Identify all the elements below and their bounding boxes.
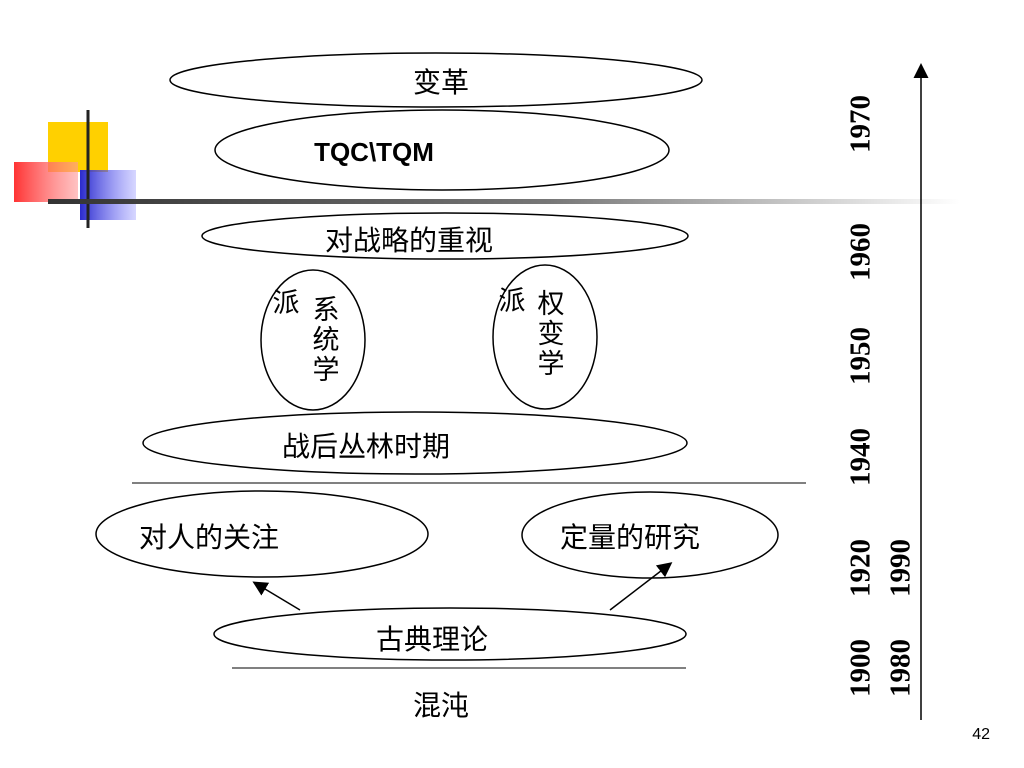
label-strategy: 对战略的重视 bbox=[324, 224, 494, 257]
title-divider bbox=[48, 199, 960, 204]
year-1960: 1960 bbox=[844, 223, 877, 281]
ellipse-reform bbox=[169, 52, 703, 108]
arrow-to-quant bbox=[609, 562, 673, 611]
label-systems-pai: 派 bbox=[272, 288, 300, 319]
label-tqc: TQC\TQM bbox=[314, 137, 434, 167]
ellipse-classical bbox=[213, 607, 687, 661]
label-quant: 定量的研究 bbox=[559, 521, 701, 554]
label-systems-column: 系统学 bbox=[312, 295, 340, 386]
year-1940: 1940 bbox=[844, 428, 877, 486]
year-1950: 1950 bbox=[844, 327, 877, 385]
ellipse-systems bbox=[260, 269, 366, 411]
label-contingency-column: 权变学 bbox=[537, 289, 565, 380]
year-1900: 1900 bbox=[844, 639, 877, 697]
arrow-to-human bbox=[252, 581, 301, 611]
label-reform: 变革 bbox=[412, 66, 470, 99]
label-human: 对人的关注 bbox=[138, 521, 280, 554]
ellipse-quant bbox=[521, 491, 779, 579]
ellipse-jungle bbox=[142, 411, 688, 475]
year-1920: 1920 bbox=[844, 539, 877, 597]
year-1970: 1970 bbox=[844, 95, 877, 153]
label-chaos: 混沌 bbox=[412, 689, 470, 722]
year-1980: 1980 bbox=[884, 639, 917, 697]
ellipse-human bbox=[95, 490, 429, 578]
label-jungle: 战后丛林时期 bbox=[281, 430, 451, 463]
ellipse-tqc bbox=[214, 109, 670, 191]
label-contingency-pai: 派 bbox=[498, 286, 526, 317]
page-number: 42 bbox=[972, 726, 990, 743]
corner-decoration bbox=[14, 110, 136, 228]
label-classical: 古典理论 bbox=[375, 623, 489, 656]
ellipse-contingency bbox=[492, 264, 598, 410]
deco-red-square bbox=[14, 162, 78, 202]
ellipse-strategy bbox=[201, 212, 689, 260]
year-1990: 1990 bbox=[884, 539, 917, 597]
